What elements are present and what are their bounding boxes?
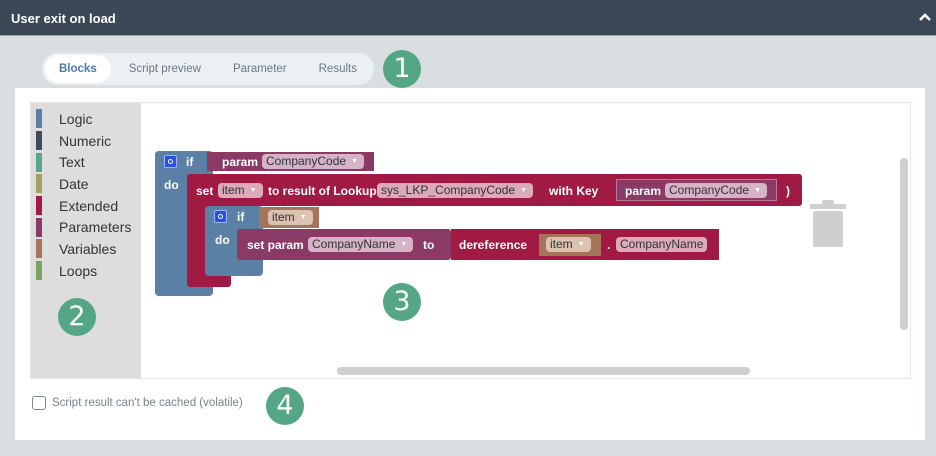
variable-dropdown-item[interactable]: item▼ [268, 210, 313, 225]
variable-dropdown-item[interactable]: item▼ [218, 183, 263, 198]
dropdown-arrow-icon: ▼ [249, 187, 257, 195]
category-label: Logic [59, 110, 93, 127]
category-swatch [36, 239, 42, 259]
blockly-workspace: Logic Numeric Text Date Extended Paramet… [30, 102, 911, 379]
toolbox: Logic Numeric Text Date Extended Paramet… [31, 103, 141, 378]
gear-icon[interactable] [214, 210, 227, 223]
tab-script-preview[interactable]: Script preview [128, 63, 201, 75]
category-swatch [36, 217, 42, 237]
category-swatch [36, 131, 42, 151]
dropdown-arrow-icon: ▼ [577, 241, 585, 249]
volatile-option: Script result can't be cached (volatile) [32, 396, 243, 410]
category-label: Date [59, 175, 89, 192]
dereference-label: dereference [459, 238, 528, 252]
volatile-label[interactable]: Script result can't be cached (volatile) [52, 397, 243, 409]
category-swatch [36, 261, 42, 281]
lookup-dropdown[interactable]: sys_LKP_CompanyCode▼ [377, 183, 534, 198]
horizontal-scrollbar[interactable] [337, 367, 750, 375]
toolbox-category-numeric[interactable]: Numeric [31, 130, 141, 152]
tab-bar: Blocks Script preview Parameter Results [42, 53, 374, 85]
category-label: Numeric [59, 132, 112, 149]
with-key-label: with Key [549, 184, 599, 198]
callout-badge-4: 4 [266, 387, 304, 425]
callout-badge-2: 2 [58, 298, 96, 336]
if-label: if [186, 155, 194, 169]
to-label: to [423, 238, 435, 252]
vertical-scrollbar[interactable] [900, 158, 908, 330]
callout-badge-3: 3 [383, 283, 421, 321]
param-label: param [625, 184, 662, 198]
dropdown-arrow-icon: ▼ [754, 187, 761, 195]
set-param-label: set param [247, 238, 304, 252]
toolbox-category-date[interactable]: Date [31, 173, 141, 195]
param-dropdown-companyname[interactable]: CompanyName▼ [308, 237, 414, 252]
dot-label: . [607, 238, 611, 252]
category-label: Variables [59, 240, 117, 257]
category-label: Parameters [59, 219, 132, 236]
do-label: do [215, 233, 230, 247]
volatile-checkbox[interactable] [32, 396, 46, 410]
tab-blocks[interactable]: Blocks [45, 55, 111, 83]
set-label: set [196, 184, 214, 198]
category-swatch [36, 196, 42, 216]
key-param-dropdown[interactable]: CompanyCode▼ [665, 183, 767, 198]
dropdown-arrow-icon: ▼ [400, 241, 408, 249]
close-paren: ) [786, 184, 790, 198]
category-label: Extended [59, 197, 119, 214]
param-label: param [222, 155, 259, 169]
panel-title: User exit on load [11, 11, 116, 26]
trash-icon[interactable] [810, 200, 846, 248]
category-label: Text [59, 154, 85, 171]
toolbox-category-extended[interactable]: Extended [31, 195, 141, 217]
toolbox-category-loops[interactable]: Loops [31, 260, 141, 282]
category-label: Loops [59, 262, 98, 279]
toolbox-category-parameters[interactable]: Parameters [31, 216, 141, 238]
toolbox-category-logic[interactable]: Logic [31, 108, 141, 130]
field-name-input[interactable]: CompanyName [616, 237, 708, 252]
dropdown-arrow-icon: ▼ [351, 158, 358, 166]
param-dropdown[interactable]: CompanyCode▼ [262, 154, 364, 169]
chevron-up-icon[interactable] [918, 10, 932, 24]
block-canvas[interactable]: if do param CompanyCode▼ set item▼ to re… [141, 103, 910, 378]
if-label: if [237, 210, 245, 224]
toolbox-category-variables[interactable]: Variables [31, 238, 141, 260]
category-swatch [36, 152, 42, 172]
dropdown-arrow-icon: ▼ [299, 214, 307, 222]
tab-results[interactable]: Results [318, 63, 357, 75]
callout-badge-1: 1 [383, 50, 421, 88]
tab-parameter[interactable]: Parameter [232, 63, 287, 75]
category-swatch [36, 174, 42, 194]
to-result-label: to result of Lookup [268, 184, 377, 198]
panel-header: User exit on load [0, 0, 936, 36]
category-swatch [36, 109, 42, 129]
gear-icon[interactable] [164, 155, 177, 168]
variable-dropdown-item[interactable]: item▼ [546, 237, 591, 252]
do-label: do [164, 178, 179, 192]
dropdown-arrow-icon: ▼ [520, 187, 528, 195]
toolbox-category-text[interactable]: Text [31, 151, 141, 173]
